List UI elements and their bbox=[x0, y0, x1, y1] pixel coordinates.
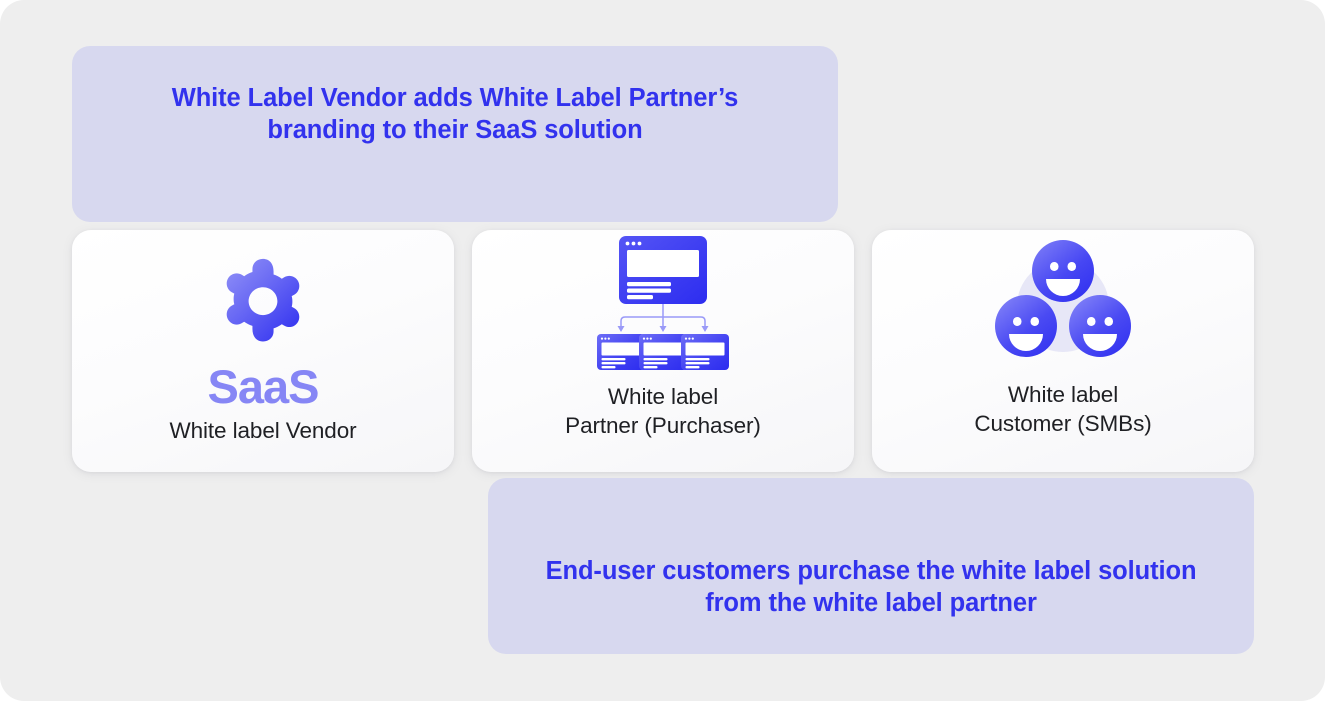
saas-wordmark: SaaS bbox=[207, 360, 320, 413]
bottom-callout-banner: End-user customers purchase the white la… bbox=[488, 478, 1254, 654]
card-label-vendor: White label Vendor bbox=[169, 418, 357, 443]
vendor-icon-area bbox=[72, 230, 454, 366]
gear-icon bbox=[215, 257, 311, 358]
partner-icon-area bbox=[472, 230, 854, 380]
site-hierarchy-icon bbox=[587, 233, 739, 378]
card-label-partner: White label Partner (Purchaser) bbox=[565, 384, 761, 438]
card-white-label-vendor[interactable]: SaaS White label Vendor bbox=[72, 230, 454, 472]
top-callout-banner: White Label Vendor adds White Label Part… bbox=[72, 46, 838, 222]
card-white-label-customer[interactable]: White label Customer (SMBs) bbox=[872, 230, 1254, 472]
customer-icon-area bbox=[872, 230, 1254, 380]
bottom-callout-text: End-user customers purchase the white la… bbox=[545, 557, 1197, 617]
top-callout-text: White Label Vendor adds White Label Part… bbox=[171, 84, 739, 144]
card-label-customer: White label Customer (SMBs) bbox=[974, 382, 1152, 436]
three-smiley-faces-icon bbox=[993, 238, 1133, 373]
card-white-label-partner[interactable]: White label Partner (Purchaser) bbox=[472, 230, 854, 472]
